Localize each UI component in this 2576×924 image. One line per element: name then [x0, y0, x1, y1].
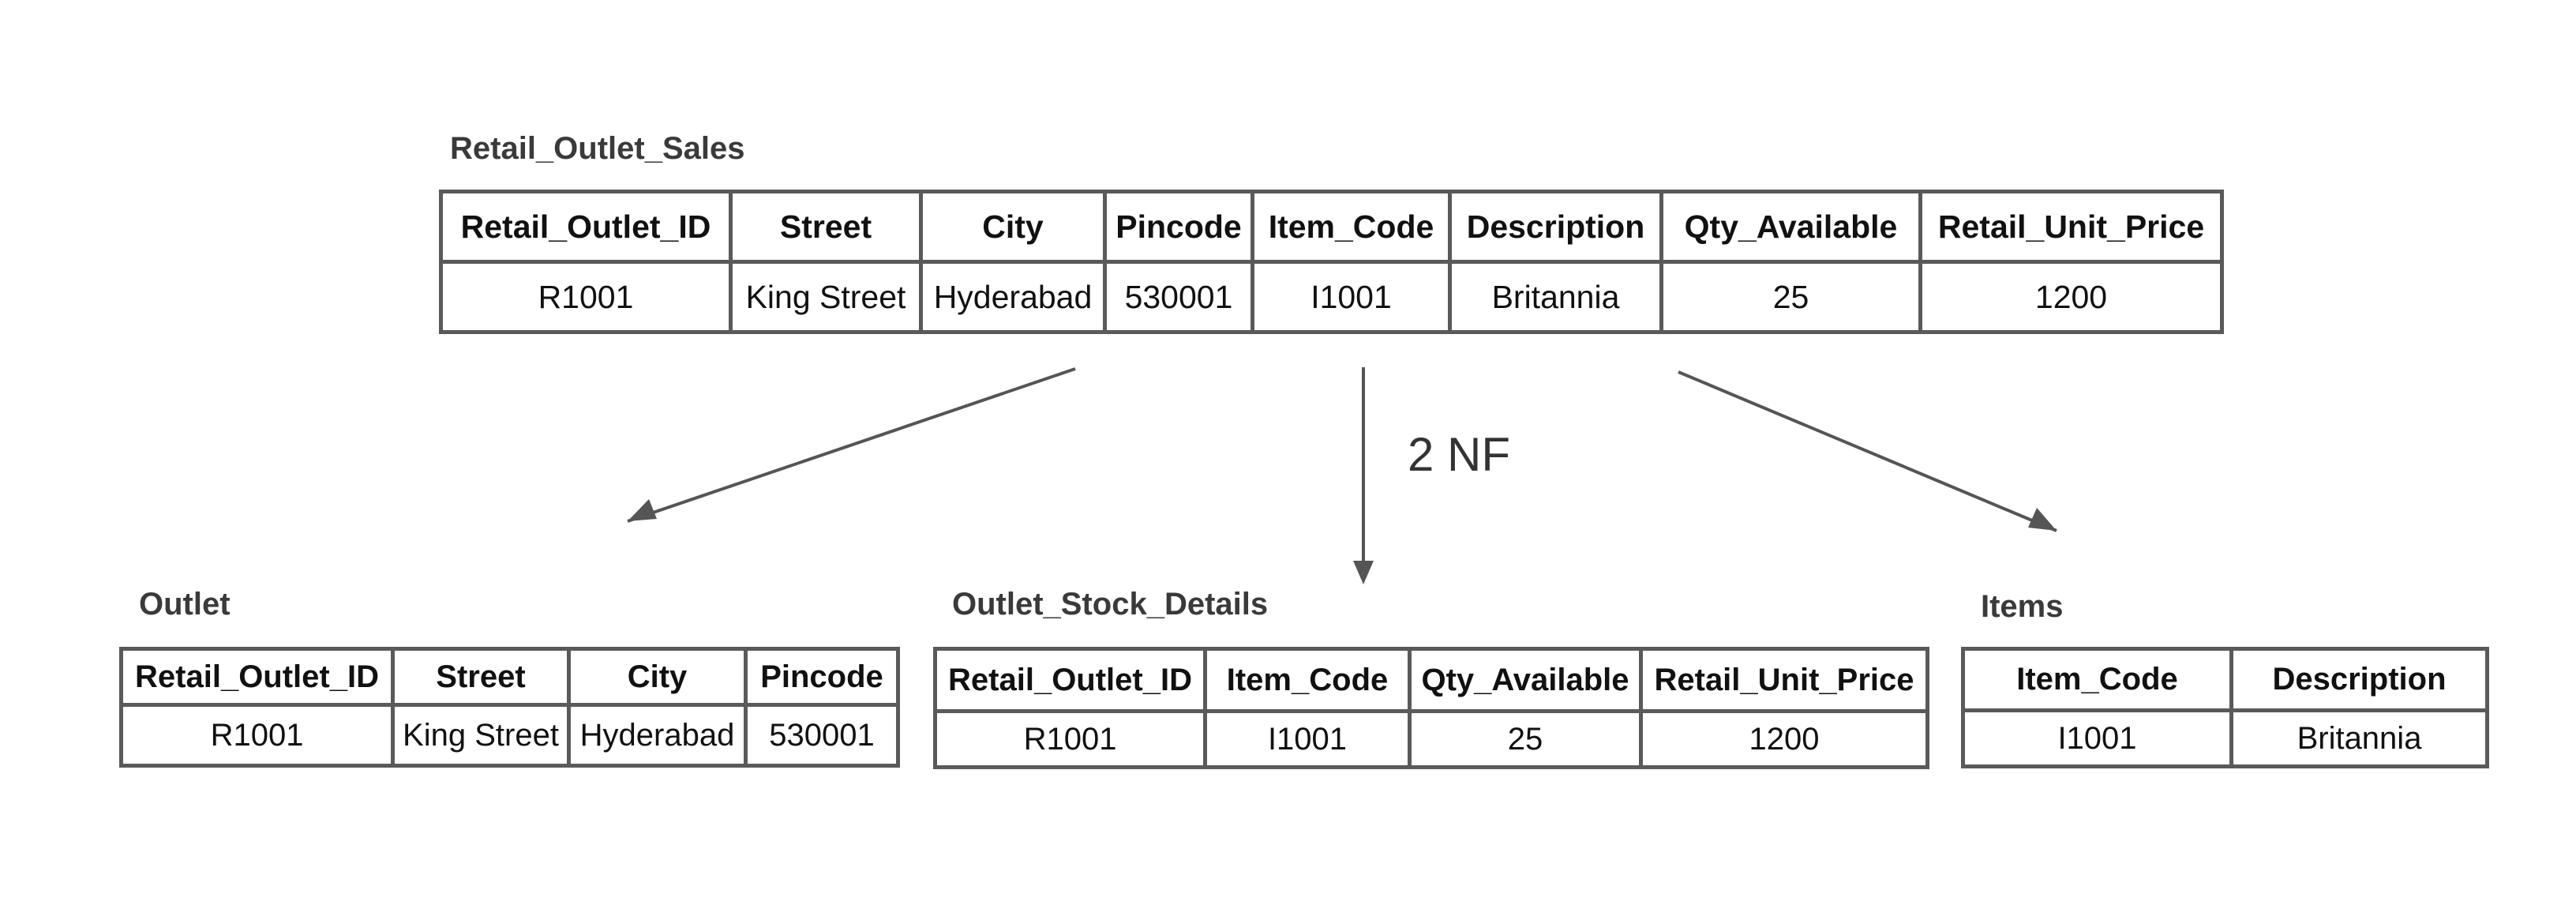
items-table-title: Items [1981, 589, 2064, 624]
normal-form-label: 2 NF [1408, 428, 1510, 481]
outlet-stock-details-table: Retail_Outlet_ID Item_Code Qty_Available… [933, 647, 1929, 769]
arrow-to-items [1678, 370, 2057, 532]
column-header: Street [729, 190, 923, 264]
arrowhead-items [2028, 508, 2057, 531]
retail-outlet-sales-table: Retail_Outlet_ID Street City Pincode Ite… [439, 190, 2224, 334]
table-row: R1001 King Street Hyderabad 530001 [119, 703, 900, 768]
table-cell: 25 [1659, 260, 1922, 334]
table-cell: Hyderabad [567, 703, 748, 768]
column-header: City [919, 190, 1107, 264]
column-header: Pincode [744, 647, 900, 707]
table-cell: 25 [1408, 709, 1643, 769]
arrowhead-outlet [628, 499, 657, 521]
table-cell: 530001 [1103, 260, 1254, 334]
items-table: Item_Code Description I1001 Britannia [1961, 647, 2489, 768]
table-cell: Britannia [1448, 260, 1663, 334]
column-header: Street [391, 647, 571, 707]
column-header: Retail_Outlet_ID [439, 190, 733, 264]
table-row: R1001 King Street Hyderabad 530001 I1001… [439, 260, 2224, 334]
column-header: Description [1448, 190, 1663, 264]
table-row: R1001 I1001 25 1200 [933, 709, 1929, 769]
table-cell: 1200 [1639, 709, 1929, 769]
table-cell: I1001 [1251, 260, 1452, 334]
table-cell: 530001 [744, 703, 900, 768]
table-row: I1001 Britannia [1961, 708, 2489, 768]
table-header-row: Retail_Outlet_ID Street City Pincode Ite… [439, 190, 2224, 264]
arrowhead-stock-details [1353, 561, 1374, 584]
column-header: Retail_Outlet_ID [119, 647, 395, 707]
column-header: Item_Code [1203, 647, 1412, 713]
column-header: Retail_Unit_Price [1639, 647, 1929, 713]
table-cell: 1200 [1918, 260, 2224, 334]
arrow-to-outlet [627, 367, 1076, 523]
column-header: City [567, 647, 748, 707]
table-cell: R1001 [439, 260, 733, 334]
column-header: Item_Code [1961, 647, 2233, 712]
table-cell: I1001 [1203, 709, 1412, 769]
table-cell: King Street [391, 703, 571, 768]
column-header: Retail_Outlet_ID [933, 647, 1207, 713]
outlet-table: Retail_Outlet_ID Street City Pincode R10… [119, 647, 900, 768]
outlet-table-title: Outlet [139, 587, 231, 622]
stock-table-title: Outlet_Stock_Details [952, 587, 1269, 622]
table-cell: I1001 [1961, 708, 2233, 768]
column-header: Item_Code [1251, 190, 1452, 264]
main-table-title: Retail_Outlet_Sales [450, 131, 745, 166]
column-header: Retail_Unit_Price [1918, 190, 2224, 264]
table-cell: R1001 [933, 709, 1207, 769]
table-cell: King Street [729, 260, 923, 334]
column-header: Description [2229, 647, 2489, 712]
column-header: Pincode [1103, 190, 1254, 264]
table-cell: R1001 [119, 703, 395, 768]
table-header-row: Retail_Outlet_ID Street City Pincode [119, 647, 900, 707]
table-cell: Hyderabad [919, 260, 1107, 334]
column-header: Qty_Available [1659, 190, 1922, 264]
column-header: Qty_Available [1408, 647, 1643, 713]
table-header-row: Retail_Outlet_ID Item_Code Qty_Available… [933, 647, 1929, 713]
table-cell: Britannia [2229, 708, 2489, 768]
table-header-row: Item_Code Description [1961, 647, 2489, 712]
